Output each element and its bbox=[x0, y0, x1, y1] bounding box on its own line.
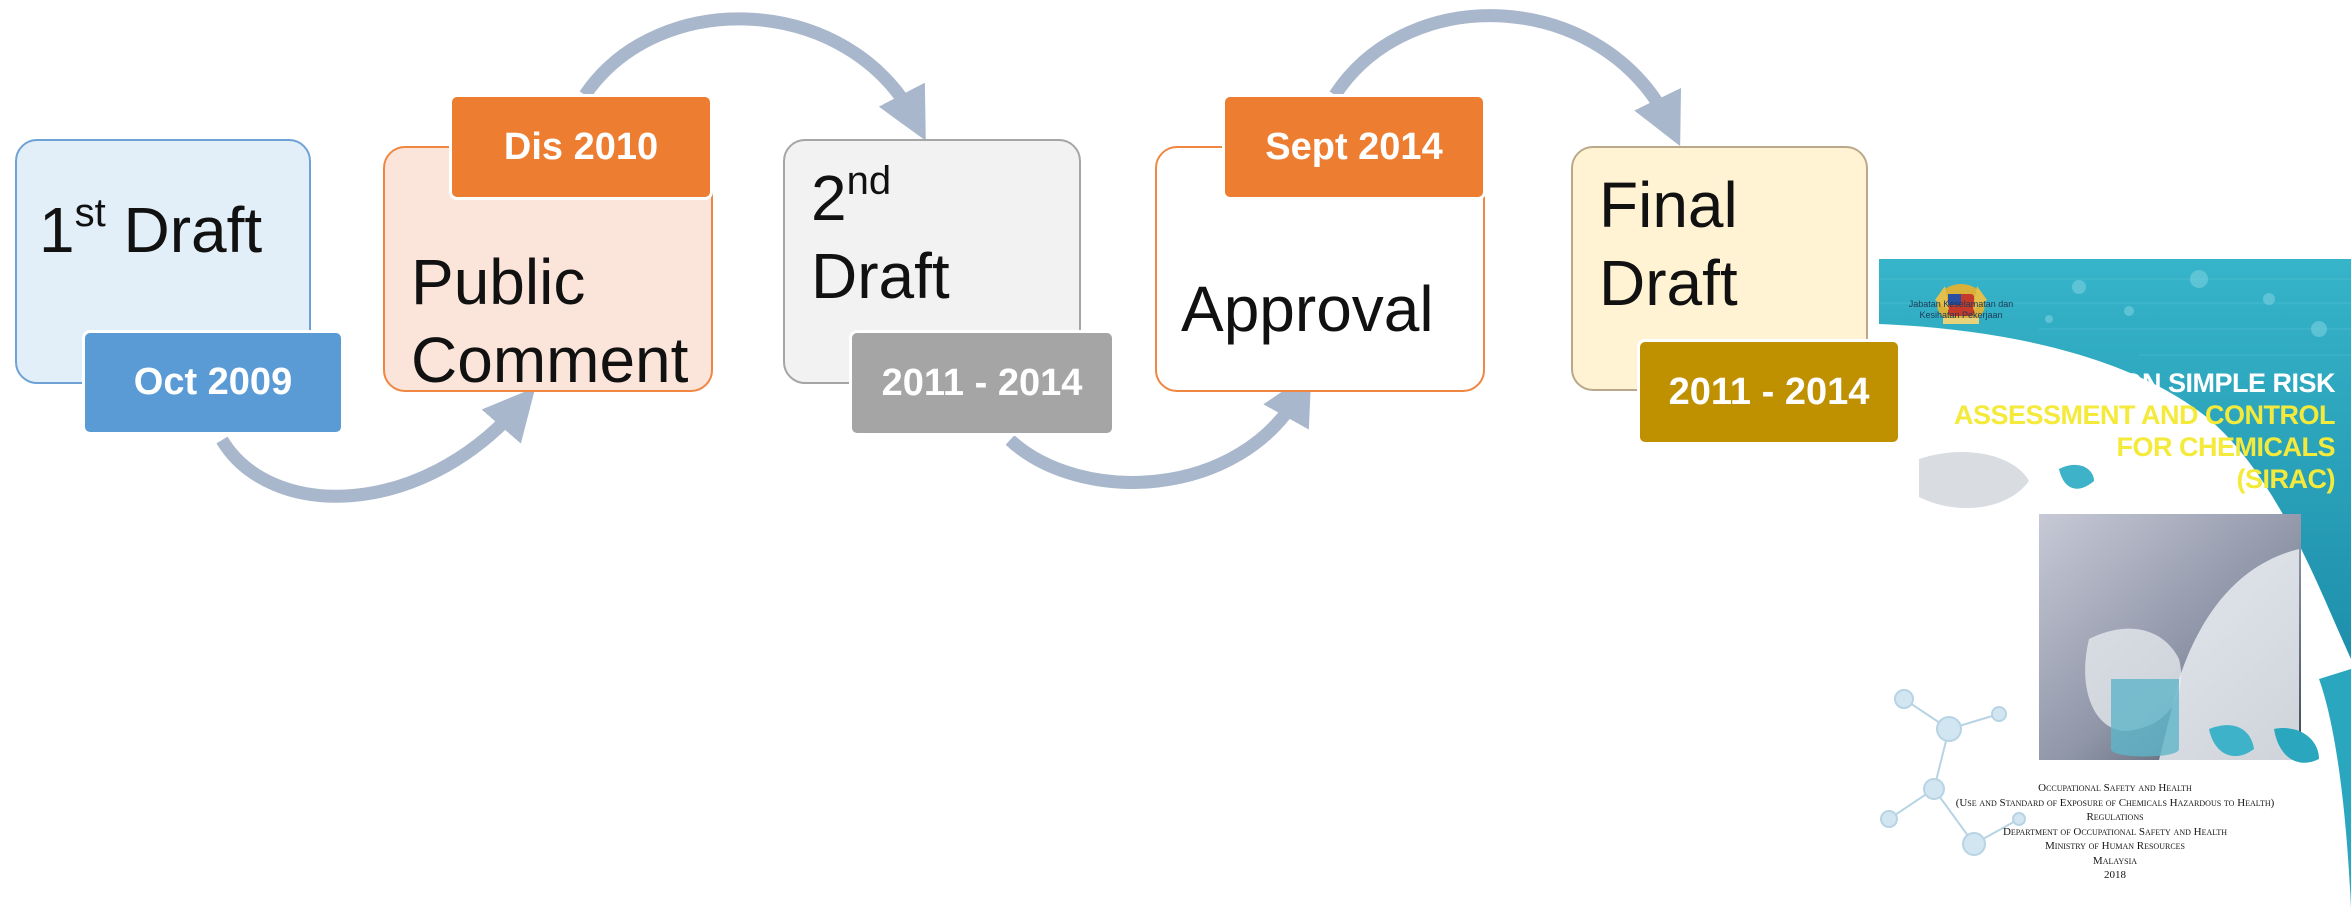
cover-footer: Occupational Safety and Health (Use and … bbox=[1929, 781, 2301, 883]
arrow-approval-to-final bbox=[1329, 9, 1681, 147]
cover-footer-line: Department of Occupational Safety and He… bbox=[2002, 825, 2228, 838]
cover-artwork bbox=[1879, 259, 2351, 908]
arrow-second-to-approval bbox=[1005, 371, 1312, 489]
stage-date-first-draft: Oct 2009 bbox=[82, 330, 344, 435]
cover-title: MANUAL ON SIMPLE RISK ASSESSMENT AND CON… bbox=[1953, 367, 2336, 495]
manual-cover: Jabatan Keselamatan dan Kesihatan Pekerj… bbox=[1879, 259, 2351, 908]
stage-label-first-draft: 1st Draft bbox=[39, 191, 263, 266]
arrow-first-to-public bbox=[216, 387, 536, 503]
arrow-public-to-second bbox=[579, 12, 926, 141]
stage-date-public-comment: Dis 2010 bbox=[449, 94, 713, 200]
cover-title-line: (SIRAC) bbox=[2236, 464, 2336, 494]
stage-date-approval: Sept 2014 bbox=[1222, 94, 1486, 200]
stage-label-approval: Approval bbox=[1181, 273, 1434, 345]
malaysia-emblem bbox=[1935, 284, 1987, 324]
cover-footer-line: Ministry of Human Resources bbox=[2045, 840, 2185, 852]
cover-title-line: FOR CHEMICALS bbox=[2116, 432, 2336, 462]
cover-title-line: ASSESSMENT AND CONTROL bbox=[1953, 400, 2336, 430]
cover-footer-line: Malaysia bbox=[2092, 854, 2138, 867]
cover-footer-line: (Use and Standard of Exposure of Chemica… bbox=[1955, 796, 2275, 809]
stage-date-final-draft: 2011 - 2014 bbox=[1637, 339, 1901, 445]
cover-footer-line: 2018 bbox=[2104, 869, 2126, 881]
cover-title-line: MANUAL ON SIMPLE RISK bbox=[2000, 368, 2336, 398]
cover-footer-line: Regulations bbox=[2086, 811, 2144, 823]
stage-card-first-draft: 1st Draft bbox=[15, 139, 311, 384]
cover-footer-line: Occupational Safety and Health bbox=[2038, 782, 2192, 794]
stage-date-second-draft: 2011 - 2014 bbox=[849, 330, 1115, 436]
cover-agency-name: Jabatan Keselamatan dan Kesihatan Pekerj… bbox=[1908, 299, 2014, 320]
